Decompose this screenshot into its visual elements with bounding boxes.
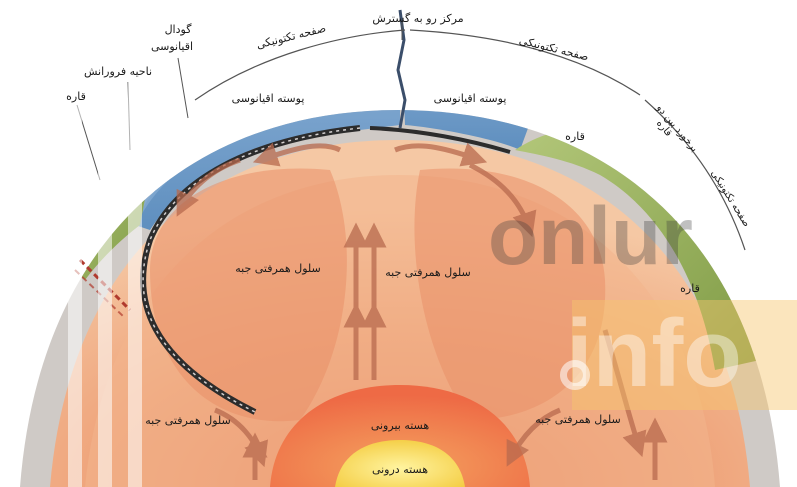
label-oceanic-crust-left: پوسته اقیانوسی xyxy=(232,92,305,105)
label-outer-core: هسته بیرونی xyxy=(371,419,430,432)
label-oceanic-crust-right: پوسته اقیانوسی xyxy=(434,92,507,105)
label-convection-cell-2: سلول همرفتی جبه xyxy=(385,266,471,279)
label-convection-cell-3: سلول همرفتی جبه xyxy=(145,414,231,427)
label-convection-cell-1: سلول همرفتی جبه xyxy=(235,262,321,275)
label-subduction-zone: ناحیه فرورانش xyxy=(84,65,152,78)
label-convection-cell-4: سلول همرفتی جبه xyxy=(535,413,621,426)
label-continent-left: قاره xyxy=(66,90,86,103)
label-inner-core: هسته درونی xyxy=(372,463,428,476)
watermark-text-top: onlur xyxy=(488,196,693,278)
label-continent-right: قاره xyxy=(565,130,585,143)
label-spreading-center: مرکز رو به گسترش xyxy=(372,12,463,25)
label-ocean-trench-1: گودال xyxy=(165,23,193,36)
label-continent-far-right: قاره xyxy=(680,282,700,295)
watermark-text-bottom: info xyxy=(566,306,742,402)
label-ocean-trench-2: اقیانوسی xyxy=(151,40,193,53)
